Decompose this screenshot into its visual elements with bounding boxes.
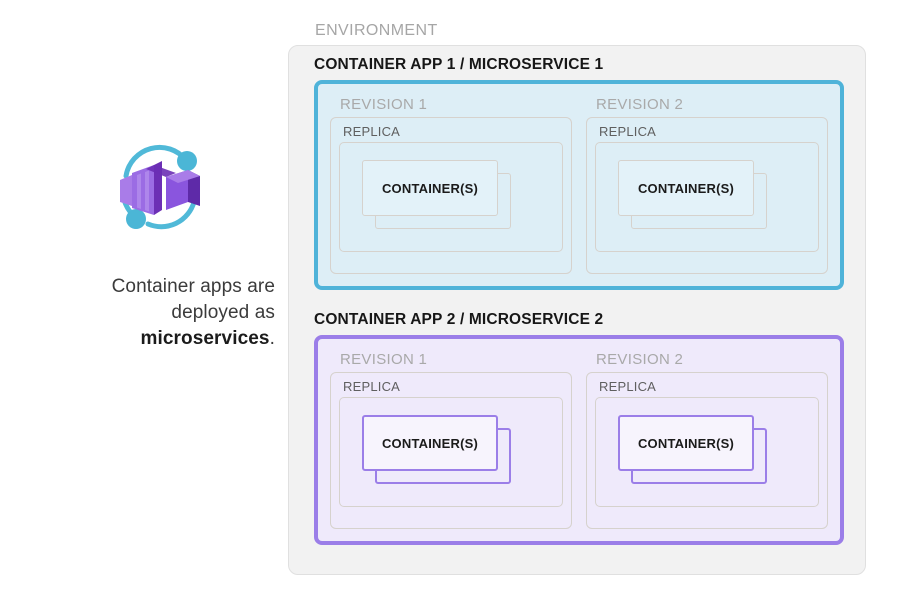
app1-revision-2-replica-inner: CONTAINER(S) — [595, 142, 819, 252]
container-box-front: CONTAINER(S) — [618, 415, 754, 471]
container-app-1-box: REVISION 1 REPLICA CONTAINER(S) REVISION — [314, 80, 844, 290]
app1-revision-1: REVISION 1 REPLICA CONTAINER(S) — [330, 94, 572, 274]
app1-revision-1-replica-label: REPLICA — [343, 124, 401, 139]
app1-revision-1-label: REVISION 1 — [340, 96, 428, 113]
environment-label: ENVIRONMENT — [315, 22, 438, 39]
container-app-group-1: CONTAINER APP 1 / MICROSERVICE 1 REVISIO… — [314, 56, 844, 290]
container-app-1-title: CONTAINER APP 1 / MICROSERVICE 1 — [314, 56, 604, 73]
app2-revision-1-replica: REPLICA CONTAINER(S) — [330, 372, 572, 529]
caption-text: Container apps are deployed as microserv… — [45, 274, 275, 352]
container-label: CONTAINER(S) — [381, 180, 479, 196]
container-box-front: CONTAINER(S) — [618, 160, 754, 216]
app2-revision-2-replica-inner: CONTAINER(S) — [595, 397, 819, 507]
app2-revision-1: REVISION 1 REPLICA CONTAINER(S) — [330, 349, 572, 529]
app2-revision-1-label: REVISION 1 — [340, 351, 428, 368]
caption-line-2: deployed as — [171, 302, 275, 323]
app2-revision-1-container-stack: CONTAINER(S) — [362, 415, 512, 487]
app2-revision-2-label: REVISION 2 — [596, 351, 684, 368]
azure-container-apps-icon — [120, 144, 200, 230]
container-label: CONTAINER(S) — [637, 435, 735, 451]
container-label: CONTAINER(S) — [637, 180, 735, 196]
app1-revision-1-container-stack: CONTAINER(S) — [362, 160, 512, 232]
container-label: CONTAINER(S) — [381, 435, 479, 451]
container-app-group-2: CONTAINER APP 2 / MICROSERVICE 2 REVISIO… — [314, 311, 844, 545]
intro-panel: Container apps are deployed as microserv… — [45, 140, 275, 352]
app1-revision-1-replica: REPLICA CONTAINER(S) — [330, 117, 572, 274]
container-box-front: CONTAINER(S) — [362, 415, 498, 471]
app2-revision-2-replica: REPLICA CONTAINER(S) — [586, 372, 828, 529]
container-app-2-box: REVISION 1 REPLICA CONTAINER(S) REVISION — [314, 335, 844, 545]
caption-emphasis: microservices — [140, 328, 270, 349]
app1-revision-2-container-stack: CONTAINER(S) — [618, 160, 768, 232]
app1-revision-2: REVISION 2 REPLICA CONTAINER(S) — [586, 94, 828, 274]
app1-revision-2-replica-label: REPLICA — [599, 124, 657, 139]
app2-revision-1-replica-inner: CONTAINER(S) — [339, 397, 563, 507]
app2-revision-1-replica-label: REPLICA — [343, 379, 401, 394]
environment-box: CONTAINER APP 1 / MICROSERVICE 1 REVISIO… — [288, 45, 866, 575]
container-box-front: CONTAINER(S) — [362, 160, 498, 216]
app2-revision-2: REVISION 2 REPLICA CONTAINER(S) — [586, 349, 828, 529]
app2-revision-2-container-stack: CONTAINER(S) — [618, 415, 768, 487]
app2-revision-2-replica-label: REPLICA — [599, 379, 657, 394]
app1-revision-2-replica: REPLICA CONTAINER(S) — [586, 117, 828, 274]
app1-revision-2-label: REVISION 2 — [596, 96, 684, 113]
container-app-2-title: CONTAINER APP 2 / MICROSERVICE 2 — [314, 311, 604, 328]
caption-line-1: Container apps are — [111, 276, 275, 297]
app1-revision-1-replica-inner: CONTAINER(S) — [339, 142, 563, 252]
caption-period: . — [269, 328, 275, 349]
